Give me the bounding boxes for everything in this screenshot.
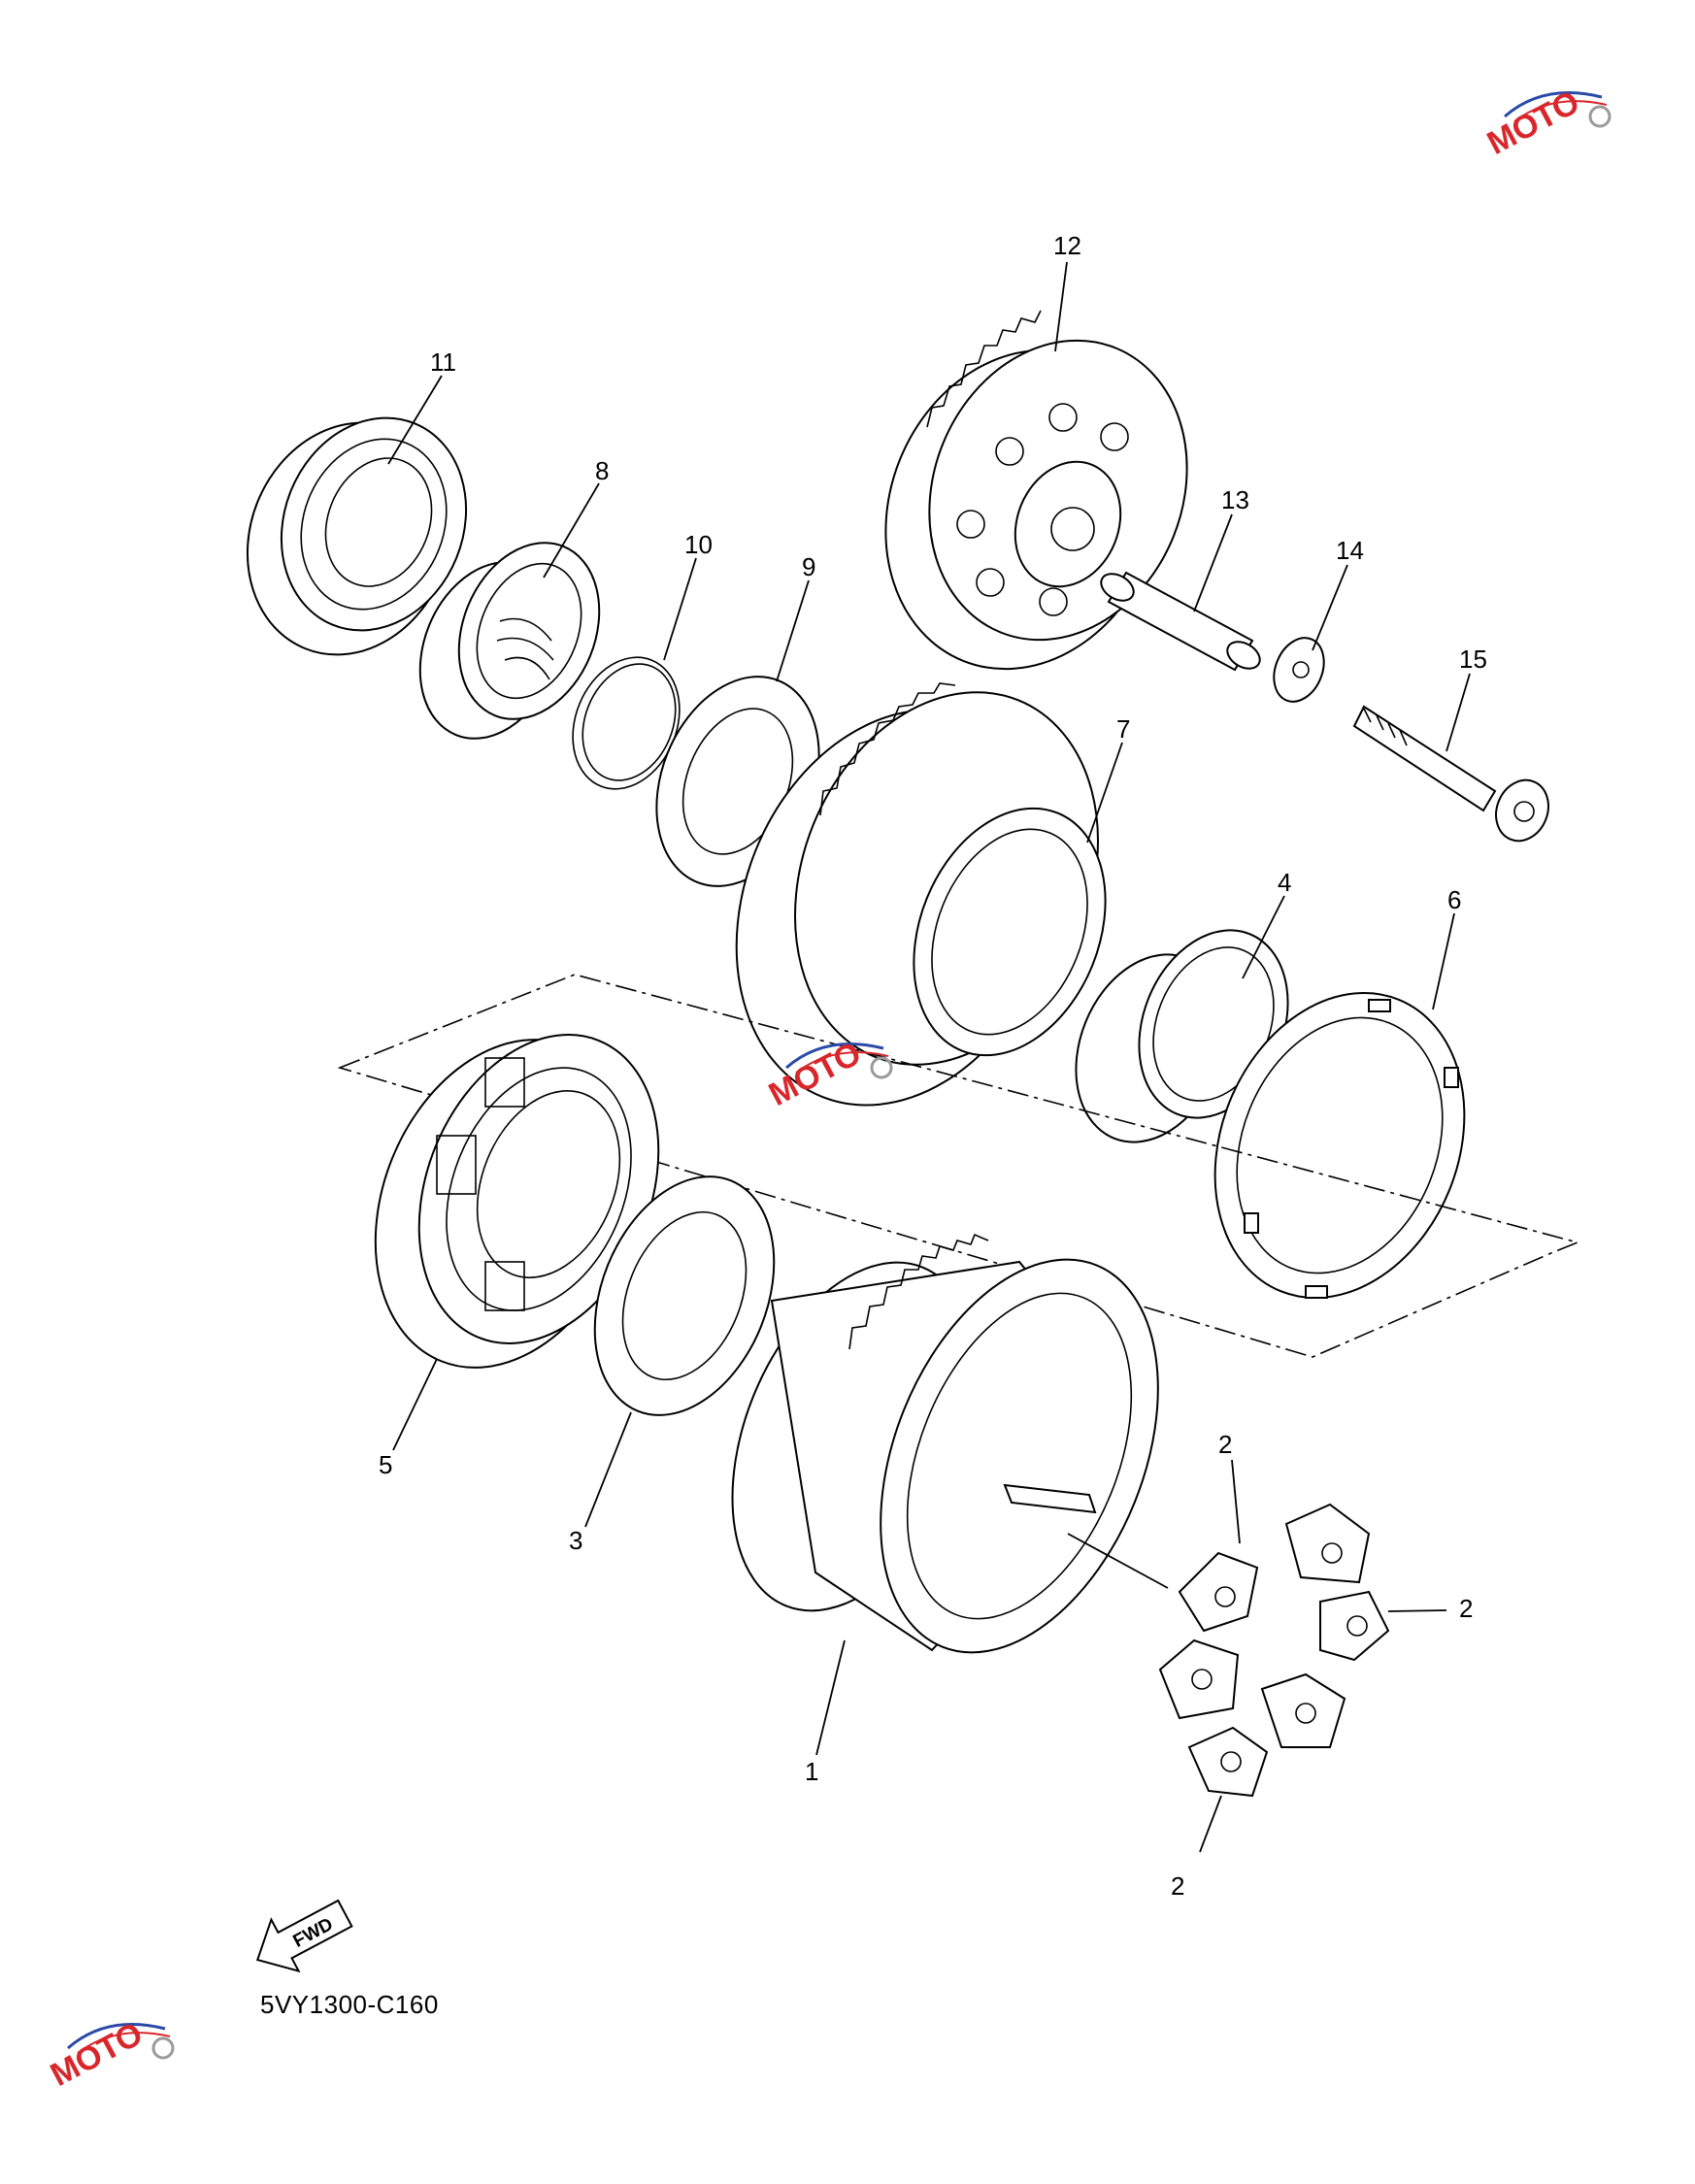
leader-lines [387,261,1471,1853]
watermark-logo-bottom: MOTO [45,2015,175,2094]
callout-12: 12 [1053,231,1081,260]
part-2-dampers [1158,1503,1390,1798]
part-6-plate [1213,991,1466,1300]
callout-11: 11 [430,347,456,377]
figure-code: 5VY1300-C160 [260,1990,439,2019]
part-15-bolt [1352,705,1549,843]
callout-7: 7 [1116,714,1130,744]
callout-2b: 2 [1459,1594,1473,1623]
callout-13: 13 [1221,485,1249,514]
callout-15: 15 [1459,645,1487,674]
fwd-arrow-icon: FWD [255,1899,353,1973]
callout-4: 4 [1278,868,1291,897]
part-5-one-way-clutch [374,1034,660,1369]
callout-2c: 2 [1171,1871,1184,1901]
part-1-clutch-housing [731,1233,1159,1654]
watermark-logo-top: MOTO [1481,83,1612,162]
callout-5: 5 [379,1450,392,1479]
callout-10: 10 [684,530,713,559]
part-8-sleeve [418,542,601,740]
callout-14: 14 [1336,536,1364,565]
part-7-clutch-gear [735,682,1107,1107]
callout-8: 8 [595,456,609,485]
part-11-bearing [246,416,468,656]
part-3-washer [593,1175,776,1416]
callout-1: 1 [805,1757,818,1786]
callout-3: 3 [569,1526,582,1555]
callout-labels: 11 8 10 9 12 13 14 15 7 4 6 5 3 2 2 2 2 … [379,231,1487,1901]
svg-text:MOTO: MOTO [45,2015,149,2094]
callout-9: 9 [802,552,815,581]
callout-2a: 2 [1218,1430,1232,1459]
callout-6: 6 [1447,885,1461,914]
part-13-shaft [1100,571,1261,672]
svg-text:MOTO: MOTO [1481,83,1585,162]
part-14-washer [1273,637,1325,703]
part-12-idler-gear [884,310,1188,671]
assembly-boundary [337,974,1580,1358]
